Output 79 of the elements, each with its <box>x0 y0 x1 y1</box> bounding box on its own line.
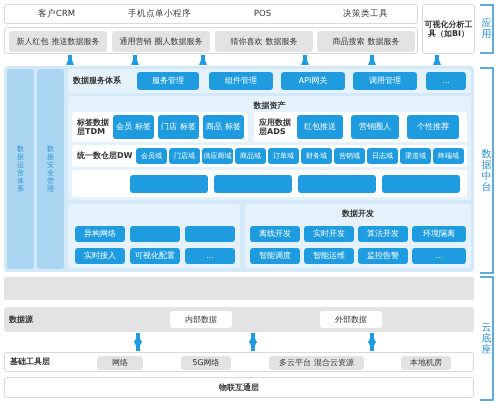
module-box <box>214 175 292 193</box>
module-box: 红包推送 <box>297 115 343 139</box>
module-box: 智能运维 <box>304 248 354 264</box>
module-box: 离线开发 <box>250 226 300 242</box>
layer-row <box>4 307 474 332</box>
module-box: 会员 标签 <box>113 115 154 139</box>
module-box: 个性推荐 <box>407 115 459 139</box>
platform-panel <box>4 66 474 272</box>
module-box: ... <box>412 248 466 264</box>
module-box: API网关 <box>281 72 345 90</box>
arrow <box>249 333 257 351</box>
layer-row <box>72 170 467 197</box>
module-box <box>130 226 180 242</box>
module-box: 实时开发 <box>304 226 354 242</box>
module-box: 监控告警 <box>358 248 408 264</box>
service-box: 新人红包 推送数据服务 <box>9 31 107 52</box>
service-panel <box>4 27 418 54</box>
service-box: 猜你喜欢 数据服务 <box>215 31 313 52</box>
resource-box: 本地机房 <box>401 356 451 370</box>
module-box: 商品 标签 <box>203 115 244 139</box>
resource-box: 5G网络 <box>181 356 231 370</box>
tech-bar <box>4 277 474 300</box>
source-box: 内部数据 <box>170 311 232 328</box>
arrow <box>134 333 142 351</box>
module-box: ... <box>426 72 466 90</box>
layer-row <box>254 112 467 142</box>
module-box <box>185 226 235 242</box>
module-box <box>298 175 376 193</box>
arrow <box>199 55 207 65</box>
layer-label: 数据服务体系 <box>73 75 122 88</box>
arrow <box>66 55 74 65</box>
resource-box: 网络 <box>97 356 143 370</box>
layer-label: 基础工具层 <box>10 356 51 368</box>
layer-row <box>68 69 471 93</box>
service-box: 商品搜索 数据服务 <box>317 31 415 52</box>
resource-box: 多云平台 混合云资源 <box>269 356 364 370</box>
module-box: 调用管理 <box>353 72 417 90</box>
layer-label: 应用数据层ADS <box>259 116 292 138</box>
arrow <box>301 55 309 65</box>
module-box: 环境隔离 <box>412 226 466 242</box>
app-label: 手机点单小程序 <box>127 8 192 20</box>
module-box: 服务管理 <box>137 72 199 90</box>
section-label: 数据中台 <box>481 148 492 192</box>
service-box: 通用营销 圈人数据服务 <box>112 31 210 52</box>
layer-panel <box>68 204 240 268</box>
module-box: ... <box>185 248 235 264</box>
app-label: POS <box>252 9 272 19</box>
module-box: 智能调度 <box>250 248 300 264</box>
module-box: 营销圈人 <box>351 115 399 139</box>
layer-title: 数据开发 <box>341 208 375 219</box>
layer-panel <box>68 96 471 200</box>
section-label: 云底座 <box>481 322 492 355</box>
tool-box: 可视化分析工具（如BI） <box>422 4 475 54</box>
layer-title: 数据资产 <box>252 100 286 111</box>
layer-row <box>4 352 474 372</box>
layer-label: 数据源 <box>9 314 34 326</box>
module-box <box>382 175 460 193</box>
layer-panel <box>245 204 471 268</box>
module-box: 实时接入 <box>75 248 125 264</box>
arrow <box>368 55 376 65</box>
layer-row: 物联互通层 <box>4 377 474 398</box>
module-box: 门店 标签 <box>158 115 199 139</box>
arrow <box>131 55 139 65</box>
module-box: 异构网络 <box>75 226 125 242</box>
layer-row <box>72 145 467 167</box>
app-label: 客户CRM <box>36 8 76 20</box>
layer-row <box>72 112 248 142</box>
module-box: 可视化配置 <box>130 248 180 264</box>
module-box: 算法开发 <box>358 226 408 242</box>
app-label: 决策类工具 <box>342 8 389 20</box>
arrow <box>368 333 376 351</box>
section-label: 应用 <box>481 18 492 40</box>
module-box: 组件管理 <box>209 72 273 90</box>
layer-label: 标签数据层TDM <box>77 116 110 138</box>
layer-label: 统一数仓层DW <box>77 150 134 162</box>
arrow <box>433 55 441 65</box>
module-box <box>130 175 208 193</box>
app-bar <box>4 4 418 24</box>
source-box: 外部数据 <box>320 311 382 328</box>
